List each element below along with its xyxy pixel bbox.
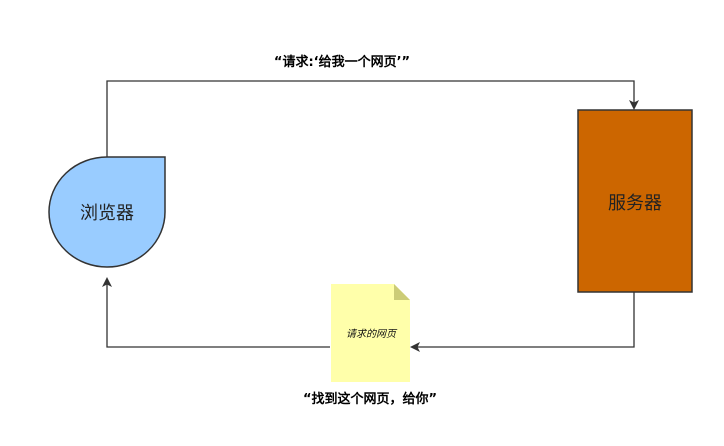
server-node[interactable]: 服务器 xyxy=(577,109,693,293)
server-shape xyxy=(577,109,693,293)
server-label: 服务器 xyxy=(608,193,662,214)
response-label: “找到这个网页，给你” xyxy=(303,391,437,407)
request-connector xyxy=(106,80,639,157)
document-label: 请求的网页 xyxy=(346,328,398,340)
response-connector-to-browser xyxy=(102,277,330,348)
browser-shape xyxy=(48,156,166,268)
browser-node[interactable]: 浏览器 xyxy=(48,156,166,268)
document-fold-icon xyxy=(394,284,410,300)
response-connector-to-document xyxy=(410,292,635,352)
browser-label: 浏览器 xyxy=(80,203,134,224)
document-shape xyxy=(331,284,410,382)
request-label: “请求:‘给我一个网页’” xyxy=(274,54,410,70)
document-node[interactable]: 请求的网页 xyxy=(331,284,410,382)
